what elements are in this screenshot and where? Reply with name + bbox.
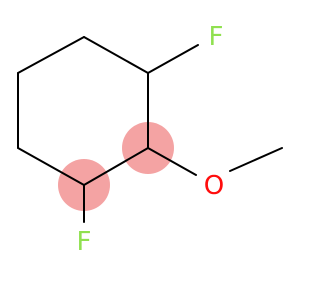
molecule-diagram: F O F bbox=[17, 22, 283, 257]
bond-ring-3 bbox=[83, 147, 149, 186]
bond-oxygen-methyl bbox=[229, 147, 283, 172]
bond-c2-oxygen bbox=[147, 147, 197, 176]
bond-c1-fluorine bbox=[147, 44, 199, 74]
bond-ring-6 bbox=[17, 36, 85, 74]
bond-ring-4 bbox=[17, 147, 85, 186]
atom-label-oxygen: O bbox=[204, 171, 224, 201]
atom-label-fluorine-bottom: F bbox=[77, 227, 92, 257]
atom-label-fluorine-top: F bbox=[209, 22, 224, 52]
bond-ring-1 bbox=[83, 36, 149, 74]
